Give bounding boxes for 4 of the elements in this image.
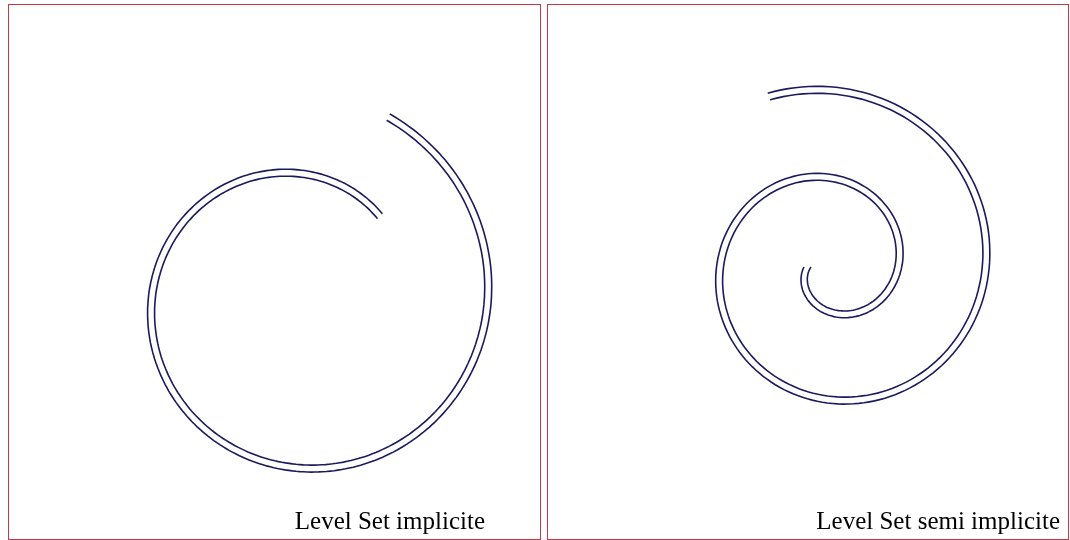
image-panel	[547, 4, 1069, 540]
image-panel	[8, 4, 541, 540]
panel-caption: Level Set semi implicite	[816, 507, 1060, 535]
panel-caption: Level Set implicite	[294, 507, 485, 535]
